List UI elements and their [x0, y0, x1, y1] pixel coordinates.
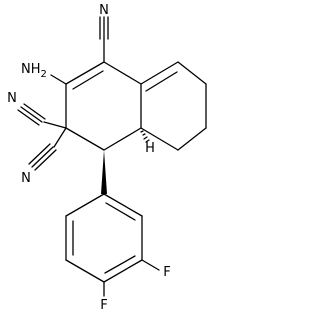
cn-lower-triple-1 — [34, 149, 57, 171]
bond-c3-cn-upper — [43, 121, 67, 129]
bond-c6-c5 — [177, 127, 207, 151]
bond-c8a-c8-double — [145, 71, 178, 92]
aryl-double-2 — [104, 255, 136, 274]
bond-aryl-f-meta — [141, 259, 160, 271]
hash-c4a-h — [140, 130, 150, 143]
bonds — [17, 16, 207, 297]
aryl-double-1 — [105, 202, 136, 221]
cn-lower-triple-2 — [31, 146, 54, 168]
bond-c4-c3 — [65, 127, 105, 151]
fluorine-para: F — [100, 298, 107, 313]
bond-c2-c1 — [65, 61, 105, 85]
nitrile-n-upper: N — [7, 91, 17, 106]
cn-lower-triple-3 — [28, 143, 51, 165]
wedge-c4-aryl — [101, 150, 107, 194]
bond-c2-c1-double — [72, 70, 104, 90]
chemical-structure-diagram: N NH2 N N H F F — [7, 3, 207, 313]
aryl-c4-c5 — [65, 259, 105, 283]
bond-c3-cn-lower — [53, 127, 67, 148]
aryl-c6-c1 — [65, 193, 105, 217]
cn-upper-triple-3 — [17, 109, 40, 126]
aryl-c3-c4 — [103, 259, 143, 283]
bond-c5-c4a — [140, 127, 179, 151]
aryl-c1-c2 — [103, 193, 143, 217]
bond-c4a-c4 — [103, 127, 142, 151]
bond-c1-c8a — [103, 61, 142, 85]
atom-labels: N NH2 N N H F F — [7, 3, 171, 313]
nitrile-n-top: N — [99, 3, 109, 18]
bond-c8-c7 — [177, 61, 207, 85]
bond-c2-nh2 — [50, 74, 67, 85]
fluorine-meta: F — [163, 265, 170, 280]
cn-upper-triple-2 — [20, 106, 43, 123]
cn-upper-triple-1 — [23, 103, 46, 120]
bond-c8a-c8 — [140, 61, 179, 85]
ring-fusion-h: H — [145, 141, 155, 156]
amino-group-label: NH2 — [21, 62, 47, 80]
nitrile-n-lower: N — [21, 171, 31, 186]
